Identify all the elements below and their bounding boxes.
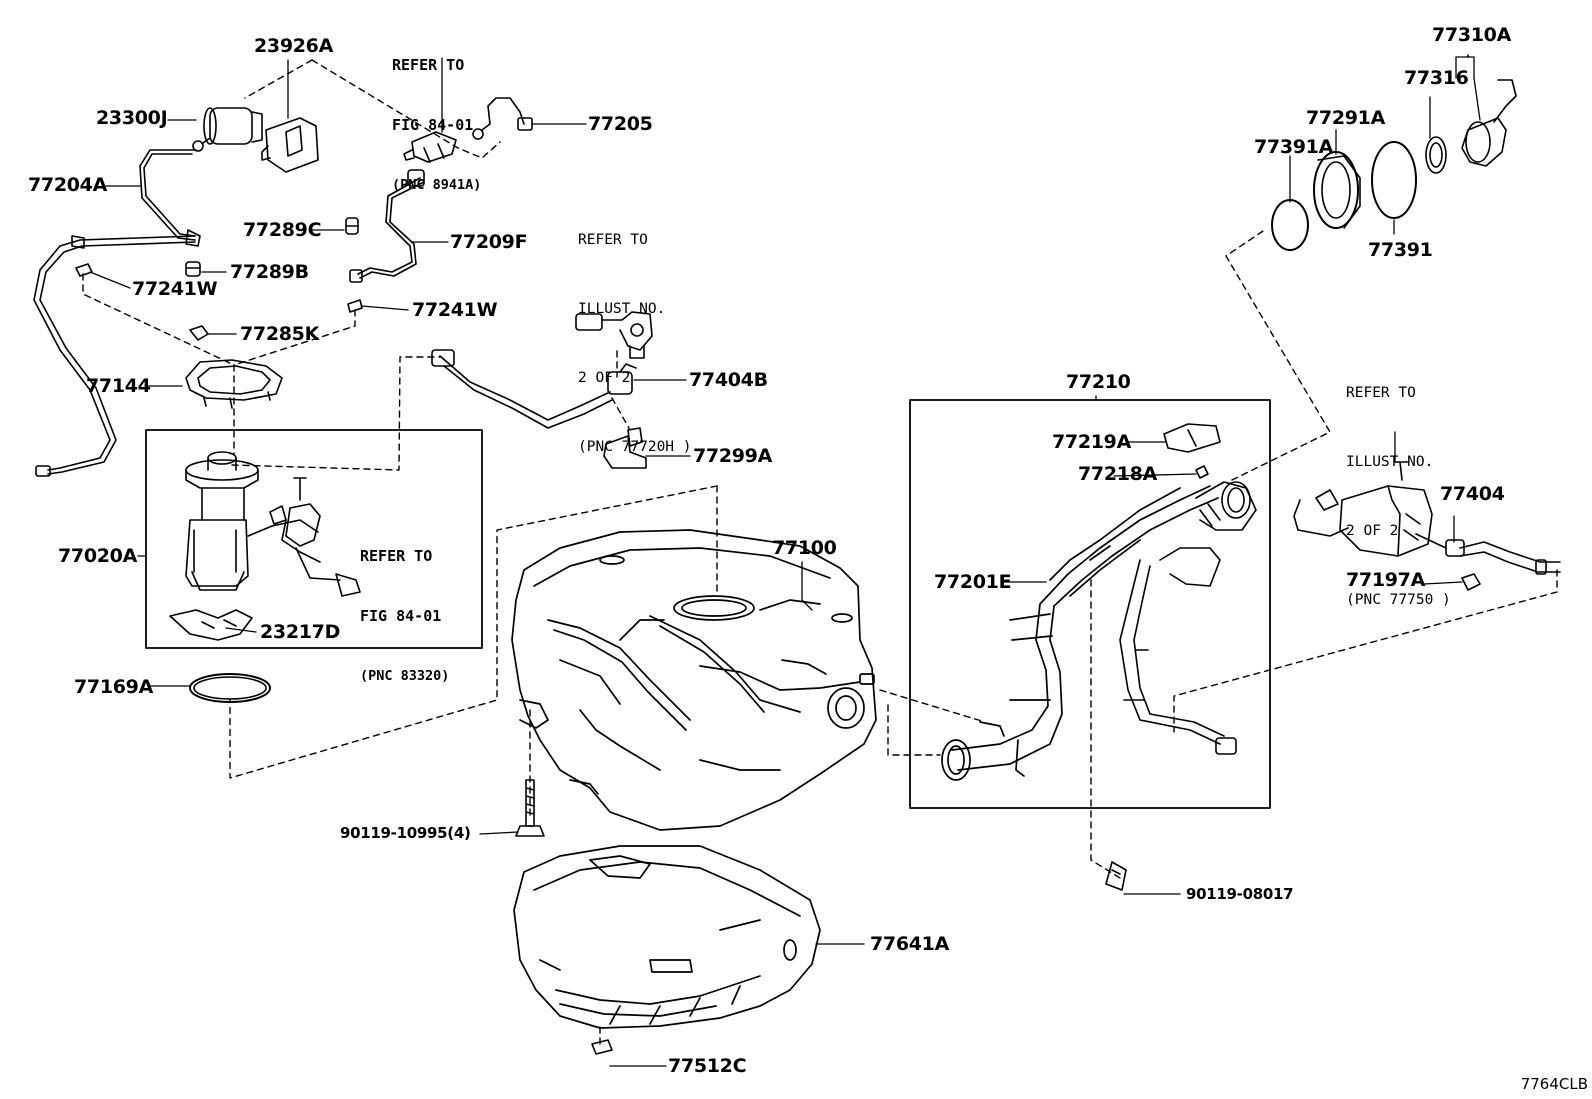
clip-77241w-left: [75, 263, 93, 277]
tank-protector-77641a: [513, 845, 821, 1029]
float-arm-83320: [269, 505, 361, 597]
canister-77750: [1293, 461, 1433, 557]
fuel-cap-77310a: [1461, 79, 1517, 167]
part-label-77219a[interactable]: 77219A: [1052, 431, 1132, 453]
note-line: REFER TO: [578, 232, 648, 248]
note-refer-illust-77750: REFER TO ILLUST NO. 2 OF 2 (PNC 77750 ): [1346, 336, 1451, 658]
part-label-77641a[interactable]: 77641A: [870, 933, 950, 955]
filler-pipe-77201e: [941, 485, 1219, 781]
retainer-77289b: [185, 261, 201, 277]
note-line: REFER TO: [392, 56, 465, 74]
part-label-77169a[interactable]: 77169A: [74, 676, 154, 698]
fuel-tube-77209f: [349, 169, 425, 283]
note-line: (PNC 77720H ): [578, 439, 692, 455]
part-label-77285k[interactable]: 77285K: [240, 323, 320, 345]
part-label-77289b[interactable]: 77289B: [230, 261, 309, 283]
dashed-leader-lines: [82, 54, 1558, 1045]
part-label-77020a[interactable]: 77020A: [58, 545, 138, 567]
part-label-77316[interactable]: 77316: [1404, 67, 1469, 89]
note-refer-illust-77720h: REFER TO ILLUST NO. 2 OF 2 (PNC 77720H ): [578, 183, 692, 505]
part-label-77209f[interactable]: 77209F: [450, 231, 528, 253]
wire-harness-77205: [472, 97, 533, 140]
part-label-77201e[interactable]: 77201E: [934, 571, 1012, 593]
vent-hose-77404b: [431, 349, 637, 429]
note-refer-fig-8941a: REFER TO FIG 84-01 (PNC 8941A): [392, 15, 481, 235]
note-line: (PNC 8941A): [392, 177, 482, 193]
retainer-ring-77144: [185, 359, 283, 409]
part-label-23926a[interactable]: 23926A: [254, 35, 334, 57]
part-label-77204a[interactable]: 77204A: [28, 174, 108, 196]
part-label-77197a[interactable]: 77197A: [1346, 569, 1426, 591]
fuel-pump-77020a: [185, 451, 321, 591]
part-label-77241w-left[interactable]: 77241W: [132, 278, 218, 300]
bolt-90119-08017: [1105, 861, 1127, 891]
note-line: FIG 84-01: [360, 607, 442, 625]
note-line: REFER TO: [360, 547, 433, 565]
part-label-77391[interactable]: 77391: [1368, 239, 1433, 261]
part-label-23217d[interactable]: 23217D: [260, 621, 341, 643]
part-label-77310a[interactable]: 77310A: [1432, 24, 1512, 46]
note-refer-fig-83320: REFER TO FIG 84-01 (PNC 83320): [360, 506, 449, 726]
note-line: (PNC 83320): [360, 668, 450, 684]
filler-door-housing-77291a: [1313, 151, 1361, 229]
clip-77285k: [189, 325, 209, 341]
part-label-77291a[interactable]: 77291A: [1306, 107, 1386, 129]
part-label-23300j[interactable]: 23300J: [96, 107, 168, 129]
fuel-filter-23300j: [192, 107, 263, 152]
bracket-77299a: [603, 427, 647, 469]
leader-lines: [89, 56, 1481, 1067]
part-label-77205[interactable]: 77205: [588, 113, 653, 135]
note-line: ILLUST NO.: [578, 301, 666, 317]
part-label-77391a[interactable]: 77391A: [1254, 136, 1334, 158]
note-line: 2 OF 2: [578, 370, 631, 386]
part-label-77218a[interactable]: 77218A: [1078, 463, 1158, 485]
cover-77219a: [1163, 423, 1221, 453]
fuel-filler-pipe-box: [909, 399, 1271, 809]
part-label-77299a[interactable]: 77299A: [693, 445, 773, 467]
sensor-8941a: [403, 131, 457, 163]
gasket-77316: [1425, 136, 1447, 174]
ring-77391a: [1271, 199, 1309, 251]
fuel-tank-77100: [511, 529, 877, 831]
part-label-77210[interactable]: 77210: [1066, 371, 1131, 393]
part-label-90119-10995[interactable]: 90119-10995(4): [340, 824, 471, 842]
part-label-77404[interactable]: 77404: [1440, 483, 1505, 505]
o-ring-77169a: [189, 673, 271, 703]
filter-bracket-23926a: [261, 117, 319, 173]
diagram-code: 7764CLB: [1520, 1075, 1588, 1093]
part-label-77241w-right[interactable]: 77241W: [412, 299, 498, 321]
valve-77720h: [575, 311, 653, 359]
part-label-77512c[interactable]: 77512C: [668, 1055, 747, 1077]
note-line: (PNC 77750 ): [1346, 592, 1451, 608]
part-label-90119-08017[interactable]: 90119-08017: [1186, 885, 1294, 903]
note-line: REFER TO: [1346, 385, 1416, 401]
fuel-pump-module-box: [145, 429, 483, 649]
part-label-77289c[interactable]: 77289C: [243, 219, 322, 241]
clip-77218a: [1195, 465, 1209, 479]
clamp-77197a: [1461, 573, 1481, 591]
note-line: 2 OF 2: [1346, 523, 1399, 539]
clip-77512c: [591, 1039, 613, 1055]
ring-77391: [1371, 141, 1417, 219]
note-line: FIG 84-01: [392, 116, 474, 134]
bolt-90119-10995: [515, 779, 545, 837]
fuel-tube-77204a: [33, 149, 201, 477]
gasket-23217d: [169, 609, 253, 641]
filler-neck: [1195, 481, 1257, 531]
part-label-77144[interactable]: 77144: [86, 375, 151, 397]
part-label-77100[interactable]: 77100: [772, 537, 837, 559]
part-label-77404b[interactable]: 77404B: [689, 369, 768, 391]
retainer-77289c: [345, 217, 359, 235]
clip-77241w-right: [347, 299, 363, 313]
note-line: ILLUST NO.: [1346, 454, 1434, 470]
breather-tube: [1119, 547, 1237, 755]
vent-hose-77404: [1415, 533, 1561, 575]
